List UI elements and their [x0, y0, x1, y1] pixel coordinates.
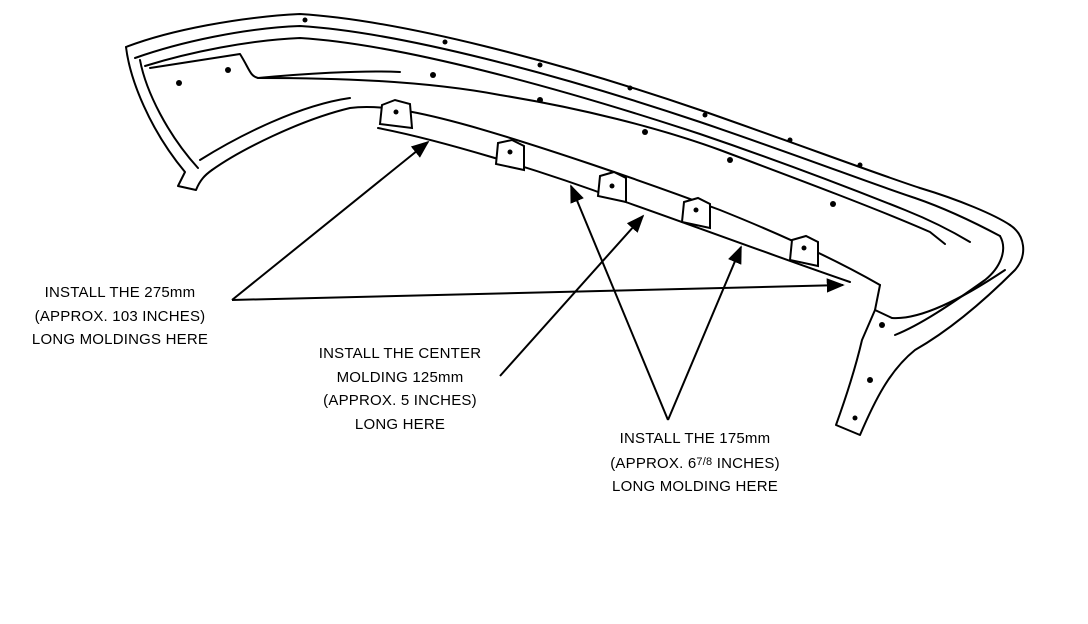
mounting-hole	[176, 80, 182, 86]
callout-text: INCHES)	[712, 454, 780, 472]
mounting-hole	[857, 162, 863, 168]
bumper-lower-lip-inner	[199, 97, 351, 161]
mounting-hole	[609, 183, 615, 189]
bumper-right-corner	[874, 284, 893, 319]
arrow-side-molding-left	[570, 184, 669, 421]
mounting-hole	[702, 112, 708, 118]
mounting-hole	[537, 62, 543, 68]
callout-line: (APPROX. 67/8 INCHES)	[585, 451, 805, 476]
arrow-long-molding-right	[231, 278, 845, 301]
callout-long-moldings: INSTALL THE 275mm (APPROX. 103 INCHES) L…	[10, 281, 230, 352]
callout-line: MOLDING 125mm	[336, 368, 464, 386]
mounting-tab	[494, 138, 525, 172]
mounting-hole	[537, 97, 543, 103]
callout-line: (APPROX. 103 INCHES)	[34, 307, 206, 325]
mounting-hole	[642, 129, 648, 135]
callout-line: LONG MOLDING HERE	[612, 478, 778, 495]
mounting-hole	[727, 157, 733, 163]
mounting-hole	[830, 201, 836, 207]
bumper-lower-lip	[211, 105, 881, 286]
arrow-center-molding	[499, 214, 645, 377]
bumper-right-end	[835, 224, 1025, 436]
bumper-left-end	[125, 46, 213, 191]
bumper-holes	[176, 17, 885, 421]
mounting-hole	[693, 207, 699, 213]
arrow-side-molding-right	[667, 245, 742, 421]
callout-line: (APPROX. 5 INCHES)	[323, 392, 477, 409]
bumper-top-edge	[125, 13, 1011, 226]
mounting-hole	[879, 322, 885, 328]
callout-text: (APPROX. 6	[610, 454, 697, 472]
mounting-hole	[867, 377, 873, 383]
bumper-tabs	[378, 98, 819, 268]
mounting-hole	[302, 17, 308, 23]
bumper-upper-lip-left	[149, 53, 401, 79]
mounting-hole	[442, 39, 448, 45]
mounting-hole	[627, 85, 633, 91]
mounting-tab	[680, 196, 711, 230]
bumper-right-face	[891, 269, 1006, 320]
callout-line: INSTALL THE 175mm	[619, 430, 771, 447]
mounting-hole	[393, 109, 399, 115]
fraction-text: 7/8	[696, 455, 713, 468]
mounting-tab	[788, 234, 819, 268]
bumper-bottom-edge	[377, 127, 851, 283]
mounting-hole	[225, 67, 231, 73]
callout-line: LONG HERE	[354, 415, 446, 433]
mounting-hole	[852, 415, 858, 421]
bumper-right-end-inner	[894, 235, 1005, 336]
mounting-hole	[430, 72, 436, 78]
mounting-hole	[801, 245, 807, 251]
callout-line: INSTALL THE CENTER	[318, 345, 482, 362]
leader-arrows	[231, 140, 845, 421]
bumper-outline	[125, 13, 1025, 436]
bumper-inner-shelf	[257, 77, 946, 245]
bumper-top-inner-edge	[134, 25, 1001, 237]
bumper-top-rib	[144, 37, 971, 243]
mounting-hole	[507, 149, 513, 155]
bumper-left-end-inner	[139, 59, 199, 169]
arrow-long-molding-left	[231, 140, 430, 301]
callout-center-molding: INSTALL THE CENTER MOLDING 125mm (APPROX…	[295, 342, 505, 436]
callout-side-molding: INSTALL THE 175mm (APPROX. 67/8 INCHES) …	[585, 427, 805, 499]
mounting-hole	[787, 137, 793, 143]
callout-line: INSTALL THE 275mm	[44, 284, 196, 301]
callout-line: LONG MOLDINGS HERE	[31, 331, 209, 348]
